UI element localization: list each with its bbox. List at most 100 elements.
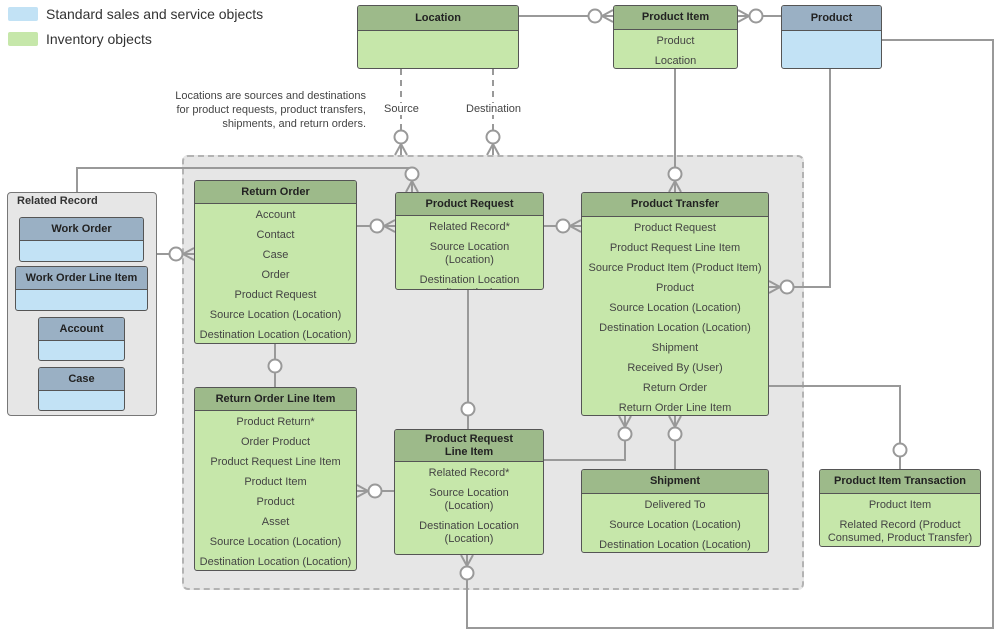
optional-circle-mark (168, 246, 184, 262)
legend-label: Inventory objects (46, 31, 152, 47)
entity-work-order-line-item[interactable]: Work Order Line Item (15, 266, 148, 311)
optional-circle-mark (617, 426, 633, 442)
entity-location[interactable]: Location (357, 5, 519, 69)
entity-field: Destination Location (Location) (199, 328, 352, 341)
legend-label: Standard sales and service objects (46, 6, 264, 22)
entity-field: Account (255, 208, 296, 221)
entity-field: Order Product (240, 435, 311, 448)
entity-field: Product Request (234, 288, 317, 301)
entity-field: Contact (256, 228, 295, 241)
crows-foot-mark (460, 554, 468, 567)
crows-foot-mark (400, 143, 408, 156)
entity-field: Product (400, 549, 538, 555)
crows-foot-mark (768, 286, 781, 294)
entity-field: Product Return* (236, 415, 315, 428)
entity-field: Product (656, 281, 694, 294)
entity-field: Related Record* (429, 220, 510, 233)
crows-foot-mark (674, 180, 682, 193)
entity-field: Destination Location (Location) (599, 538, 751, 551)
entity-product[interactable]: Product (781, 5, 882, 69)
entity-field: Order (261, 268, 290, 281)
entity-field: Source Location (Location) (209, 535, 342, 548)
entity-field: Product Item (868, 498, 932, 511)
optional-circle-mark (393, 129, 409, 145)
optional-circle-mark (367, 483, 383, 499)
entity-title: Case (39, 368, 124, 391)
optional-circle-mark (459, 565, 475, 581)
field-list (20, 241, 143, 242)
field-list (16, 290, 147, 291)
field-list: Delivered To Source Location (Location) De… (582, 494, 768, 552)
field-list: Related Record* Source Location (Location… (396, 216, 543, 290)
optional-circle-mark (779, 279, 795, 295)
entity-title: Product Item (614, 6, 737, 30)
entity-work-order[interactable]: Work Order (19, 217, 144, 262)
entity-field: Source Location (Location) (209, 308, 342, 321)
entity-account[interactable]: Account (38, 317, 125, 361)
entity-field: Destination Location (Location) (599, 321, 751, 334)
optional-circle-mark (460, 401, 476, 417)
entity-field: Destination Location (Location) (419, 273, 520, 290)
entity-field: Source Location (Location) (609, 301, 741, 314)
entity-field: Product (256, 495, 295, 508)
entity-title: Work Order (20, 218, 143, 241)
field-list: Related Record* Source Location (Location… (395, 462, 543, 555)
optional-circle-mark (892, 442, 908, 458)
entity-field: Return Order (642, 381, 708, 394)
entity-field: Related Record* (428, 466, 510, 479)
connector-prli-transfer (544, 416, 626, 461)
crows-foot-mark (737, 15, 750, 23)
optional-circle-mark (267, 358, 283, 374)
connector-transfer-pit (769, 385, 901, 469)
location-note: Locations are sources and destinations f… (175, 90, 366, 130)
legend-standard: Standard sales and service objects (8, 6, 263, 22)
entity-case[interactable]: Case (38, 367, 125, 411)
entity-title: Product Transfer (582, 193, 768, 217)
entity-field: Location (654, 54, 697, 67)
entity-field: Source Location (Location) (429, 486, 509, 512)
crows-foot-mark (411, 180, 419, 193)
entity-field: Shipment (651, 341, 699, 354)
optional-circle-mark (667, 426, 683, 442)
entity-field: Delivered To (644, 498, 706, 511)
field-list (782, 31, 881, 32)
entity-field: Product (656, 34, 695, 47)
crows-foot-mark (569, 219, 582, 227)
entity-field: Source Location (Location) (609, 518, 741, 531)
entity-field: Destination Location (Location) (199, 555, 352, 568)
entity-field: Source Product Item (Product Item) (588, 261, 762, 274)
entity-title: Account (39, 318, 124, 341)
entity-title: Product Request (396, 193, 543, 216)
legend-swatch-green (8, 32, 38, 46)
entity-title: Location (358, 6, 518, 31)
entity-title: Product Item Transaction (820, 470, 980, 494)
entity-field: Case (262, 248, 289, 261)
entity-field: Destination Location (Location) (419, 519, 519, 545)
entity-title: Shipment (582, 470, 768, 494)
field-list (358, 31, 518, 32)
crows-foot-mark (668, 415, 676, 428)
optional-circle-mark (369, 218, 385, 234)
optional-circle-mark (404, 166, 420, 182)
crows-foot-mark (356, 490, 369, 498)
entity-field: Product Item (244, 475, 307, 488)
entity-field: Product Request Line Item (210, 455, 341, 468)
source-label: Source (382, 103, 421, 115)
entity-field: Source Location (Location) (429, 240, 510, 266)
optional-circle-mark (555, 218, 571, 234)
